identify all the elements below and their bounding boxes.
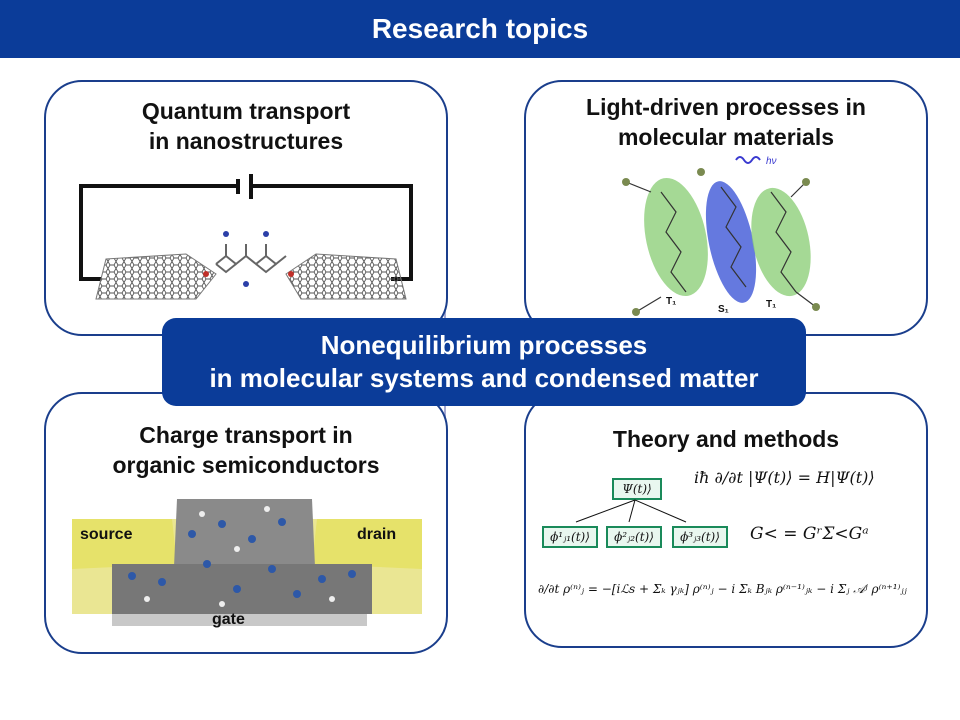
schrodinger-equation: iħ ∂/∂t |Ψ(t)⟩ = H|Ψ(t)⟩ <box>694 468 875 487</box>
source-label: source <box>80 526 133 543</box>
molecular-crystal-illustration: hν T₁ S₁ T₁ <box>622 156 820 326</box>
theory-title: Theory and methods <box>612 426 840 452</box>
graphene-right <box>285 253 407 300</box>
drain-label: drain <box>357 526 396 543</box>
molecule-bridge <box>215 244 287 274</box>
psi-root-box: Ψ(t)⟩ <box>612 478 662 500</box>
central-theme-line1: Nonequilibrium processes <box>320 330 648 360</box>
gate-label: gate <box>212 611 245 628</box>
graphene-left <box>95 253 217 300</box>
s1-label: S₁ <box>718 304 729 315</box>
light-title: Light-driven processes in molecular mate… <box>526 92 926 152</box>
charge-title-line2: organic semiconductors <box>112 452 380 478</box>
central-theme-line2: in molecular systems and condensed matte… <box>209 363 759 393</box>
t1-left-label: T₁ <box>666 296 676 307</box>
charge-title: Charge transport in organic semiconducto… <box>46 420 446 480</box>
header-banner: Research topics <box>0 0 960 58</box>
quantum-title-line2: in nanostructures <box>148 128 344 154</box>
transistor-illustration: source drain gate <box>72 499 422 628</box>
panel-charge-transport: Charge transport in organic semiconducto… <box>44 392 448 654</box>
charge-title-line1: Charge transport in <box>139 422 353 448</box>
panel-light-driven: Light-driven processes in molecular mate… <box>524 80 928 336</box>
light-wave-icon <box>735 156 761 164</box>
panel-quantum-transport: Quantum transport in nanostructures <box>44 80 448 336</box>
organic-film <box>112 499 372 614</box>
panel-theory-methods: Theory and methods Ψ(t)⟩ ϕ¹ⱼ₁(t)⟩ ϕ²ⱼ₂(t… <box>524 392 928 648</box>
light-title-line1: Light-driven processes in <box>586 94 866 120</box>
quantum-title-line1: Quantum transport <box>141 98 351 124</box>
quantum-title: Quantum transport in nanostructures <box>46 96 446 156</box>
gate-electrode <box>112 612 367 626</box>
page-title: Research topics <box>371 13 589 44</box>
hv-label: hν <box>766 156 777 167</box>
t1-right-label: T₁ <box>766 299 776 310</box>
circuit-illustration <box>79 174 413 300</box>
central-theme-box: Nonequilibrium processes in molecular sy… <box>162 318 806 406</box>
circuit-wire-left <box>79 184 196 281</box>
heom-equation: ∂/∂t ρ⁽ⁿ⁾ⱼ = −[iℒs + Σₖ γⱼₖ] ρ⁽ⁿ⁾ⱼ − i Σ… <box>538 582 907 596</box>
green-function-equation: G< = GʳΣ<Gᵃ <box>750 524 869 544</box>
psi-child-box-2: ϕ²ⱼ₂(t)⟩ <box>606 526 662 548</box>
tensor-tree-arrows <box>575 499 687 523</box>
light-title-line2: molecular materials <box>617 124 835 150</box>
psi-child-box-3: ϕ³ⱼ₃(t)⟩ <box>672 526 728 548</box>
psi-child-box-1: ϕ¹ⱼ₁(t)⟩ <box>542 526 598 548</box>
